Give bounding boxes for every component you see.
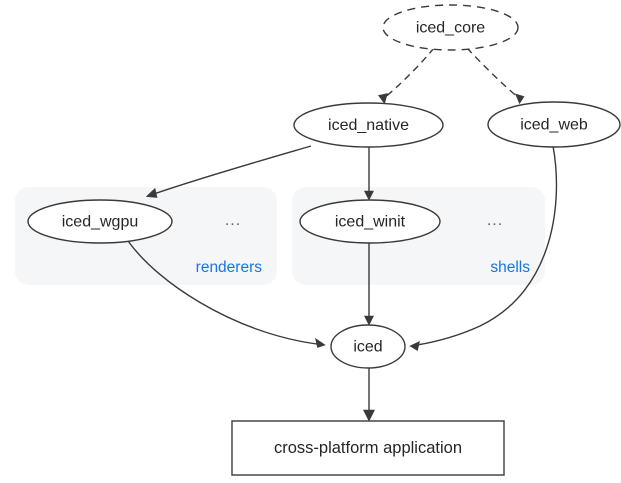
edge-iced-web-to-iced bbox=[409, 145, 558, 351]
edge-line bbox=[416, 145, 558, 346]
edge-iced-to-application bbox=[363, 368, 375, 422]
arrow-head bbox=[363, 409, 375, 422]
node-iced-web-shape[interactable] bbox=[487, 101, 621, 148]
arrow-head bbox=[377, 93, 388, 105]
arrow-head bbox=[409, 340, 420, 351]
cluster-shells-label: shells bbox=[490, 259, 530, 276]
arrow-head bbox=[145, 187, 158, 198]
edge-iced-core-to-iced-web bbox=[466, 47, 525, 105]
node-iced-label: iced bbox=[353, 339, 382, 356]
edge-iced-wgpu-to-iced bbox=[127, 240, 326, 348]
edge-line bbox=[466, 47, 521, 100]
arrow-head bbox=[315, 337, 326, 348]
node-iced-winit-label: iced_winit bbox=[335, 214, 406, 231]
cluster-renderers-label: renderers bbox=[196, 259, 263, 276]
node-iced-native[interactable]: iced_native bbox=[293, 102, 444, 148]
edge-iced-winit-to-iced bbox=[364, 243, 374, 326]
node-iced-native-shape[interactable] bbox=[293, 102, 444, 148]
edge-line bbox=[382, 47, 435, 100]
arrow-head bbox=[364, 190, 374, 201]
node-iced-winit-shape[interactable] bbox=[299, 199, 441, 244]
edge-line bbox=[150, 145, 312, 196]
arrow-head bbox=[514, 93, 525, 105]
node-iced-native-label: iced_native bbox=[328, 117, 409, 134]
node-iced-core-shape[interactable] bbox=[382, 4, 519, 51]
arrow-head bbox=[364, 315, 374, 326]
node-iced-wgpu-label: iced_wgpu bbox=[62, 214, 139, 231]
cluster-renderers-ellipsis: ... bbox=[225, 212, 241, 229]
node-iced-web[interactable]: iced_web bbox=[487, 101, 621, 148]
edge-line-tail bbox=[298, 340, 322, 346]
edge-iced-native-to-iced-winit bbox=[364, 147, 374, 201]
node-application-shape[interactable] bbox=[231, 420, 505, 476]
node-iced-core-label: iced_core bbox=[416, 20, 485, 37]
cluster-shells-ellipsis: ... bbox=[487, 212, 503, 229]
node-iced-shape[interactable] bbox=[330, 324, 406, 369]
node-iced-web-label: iced_web bbox=[520, 117, 588, 134]
node-application-label: cross-platform application bbox=[274, 439, 462, 457]
node-iced-wgpu-shape[interactable] bbox=[27, 199, 173, 244]
node-iced-wgpu[interactable]: iced_wgpu bbox=[27, 199, 173, 244]
node-iced-core[interactable]: iced_core bbox=[382, 4, 519, 51]
edge-iced-core-to-iced-native bbox=[377, 47, 435, 105]
edge-iced-native-to-iced-wgpu bbox=[145, 145, 312, 198]
node-iced-winit[interactable]: iced_winit bbox=[299, 199, 441, 244]
node-application[interactable]: cross-platform application bbox=[231, 420, 505, 476]
node-iced[interactable]: iced bbox=[330, 324, 406, 369]
edge-line bbox=[127, 240, 300, 342]
